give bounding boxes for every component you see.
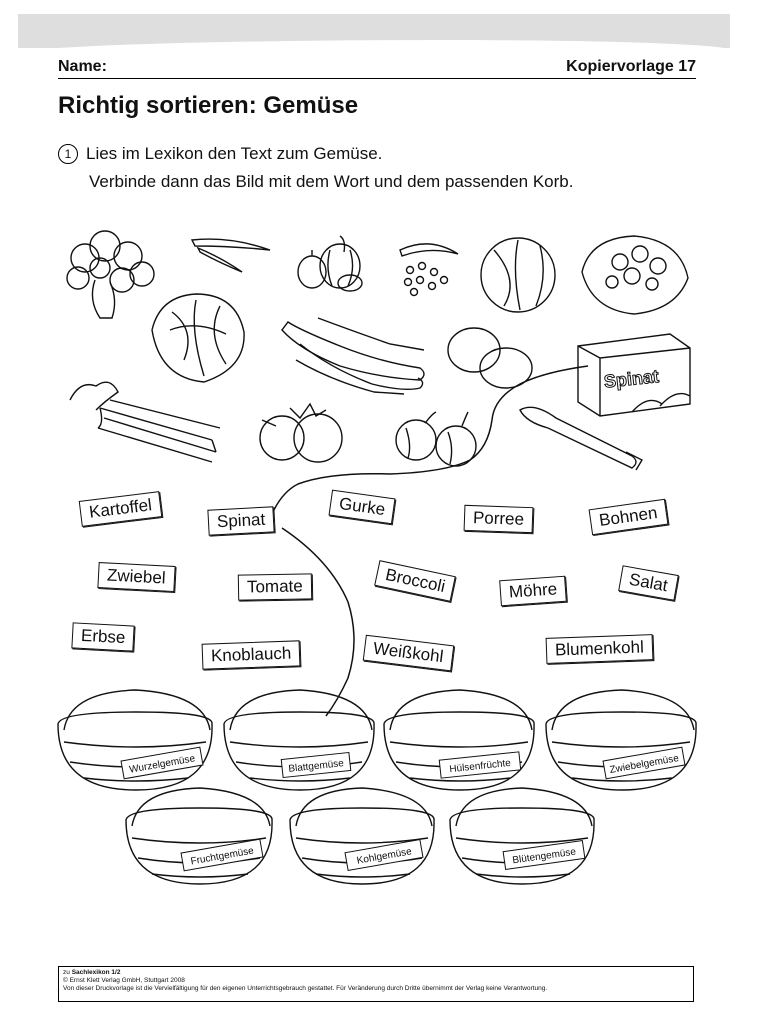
onions-drawing — [395, 411, 477, 467]
leek-drawing — [519, 406, 643, 471]
footer-copyright: © Ernst Klett Verlag GmbH, Stuttgart 200… — [63, 977, 185, 984]
basket-fruchtgemuese — [125, 787, 273, 885]
carrots-drawing — [69, 381, 221, 463]
beans-drawing — [190, 238, 271, 273]
task-line-2: Verbinde dann das Bild mit dem Wort und … — [89, 172, 574, 191]
basket-bluetengemuese — [449, 787, 595, 885]
name-label: Name: — [58, 58, 107, 75]
basket-label-box-4 — [602, 746, 686, 780]
task-number: 1 — [58, 144, 78, 164]
basket-huelsenfruechte — [383, 689, 535, 791]
white-cabbage-drawing — [480, 237, 556, 313]
task-instructions: 1 Lies im Lexikon den Text zum Gemüse. Ve… — [58, 140, 573, 196]
word-card-tomate: Tomate — [237, 573, 312, 601]
potatoes-drawing — [447, 327, 533, 389]
tomatoes-drawing — [259, 402, 343, 463]
footer-box: zu Sachlexikon 1/2 © Ernst Klett Verlag … — [58, 966, 694, 1002]
word-card-erbse: Erbse — [71, 622, 136, 652]
basket-label-box-6 — [344, 838, 424, 872]
word-card-moehre: Möhre — [499, 575, 568, 607]
lettuce-drawing — [151, 293, 245, 383]
footer-prefix: zu — [63, 969, 70, 976]
word-card-blumenkohl: Blumenkohl — [545, 634, 654, 664]
basket-wurzelgemuese — [57, 689, 213, 791]
header-band-edge — [18, 40, 730, 54]
footer-permission: Von dieser Druckvorlage ist die Vervielf… — [63, 985, 548, 992]
word-card-knoblauch: Knoblauch — [201, 640, 301, 670]
spinach-box-drawing — [577, 333, 691, 417]
worksheet-header: Name: Kopiervorlage 17 — [58, 58, 696, 79]
garlic-drawing — [297, 235, 363, 292]
word-card-zwiebel: Zwiebel — [97, 562, 176, 592]
basket-label-box-3 — [438, 751, 522, 779]
connection-line-spinat-picture — [271, 365, 589, 515]
footer-book: Sachlexikon 1/2 — [71, 969, 121, 976]
basket-label-box-1 — [120, 746, 204, 780]
connection-line-spinat-basket — [281, 527, 355, 717]
spinach-box-label: Spinat — [603, 366, 660, 392]
basket-label-box-7 — [502, 839, 586, 871]
task-line-1: Lies im Lexikon den Text zum Gemüse. — [86, 144, 383, 163]
copy-template-label: Kopiervorlage 17 — [566, 58, 696, 75]
word-card-spinat: Spinat — [207, 506, 275, 536]
page-title: Richtig sortieren: Gemüse — [58, 92, 359, 119]
cucumbers-drawing — [281, 317, 425, 395]
word-card-porree: Porree — [463, 504, 534, 534]
cauliflower-drawing — [581, 235, 689, 315]
peas-drawing — [399, 243, 459, 297]
basket-label-box-2 — [280, 751, 352, 779]
broccoli-drawing — [66, 230, 155, 319]
basket-kohlgemuese — [289, 787, 435, 885]
basket-label-box-5 — [180, 838, 264, 872]
